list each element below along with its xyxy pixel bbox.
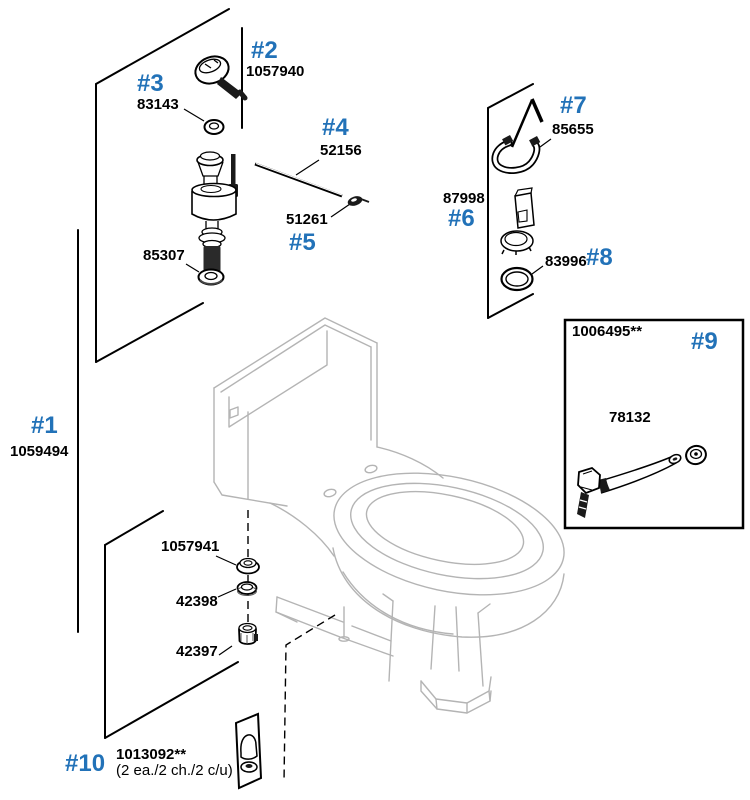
toilet-bowl-rim bbox=[333, 472, 565, 596]
wire-float-drawing bbox=[491, 98, 544, 174]
callout-4-number: 52156 bbox=[320, 142, 362, 159]
rod-clip-drawing bbox=[347, 196, 370, 206]
leader-85307 bbox=[185, 263, 200, 273]
callout-1-ref: #1 bbox=[31, 412, 58, 439]
panel-outlines bbox=[77, 8, 534, 739]
callout-7-ref: #7 bbox=[560, 92, 587, 119]
panel-outline-right bbox=[487, 83, 534, 319]
tank-bolt-washer-number: 1057941 bbox=[161, 538, 220, 555]
leader-83143 bbox=[183, 108, 205, 122]
callout-8-ref: #8 bbox=[586, 244, 613, 271]
callout-8-number: 83996 bbox=[545, 253, 587, 270]
leader-85655 bbox=[539, 138, 552, 148]
bowl-band bbox=[332, 547, 565, 638]
callout-5-number: 51261 bbox=[286, 211, 328, 228]
callout-2-ref: #2 bbox=[251, 37, 278, 64]
valve-gasket-drawing bbox=[500, 266, 534, 292]
callout-4-ref: #4 bbox=[322, 114, 349, 141]
flush-valve-drawing bbox=[500, 187, 535, 255]
fill-valve-drawing bbox=[191, 151, 238, 277]
trip-lever-drawing bbox=[577, 453, 682, 518]
callout-10-number: 1013092** bbox=[116, 746, 187, 763]
toilet-drawing bbox=[213, 317, 565, 714]
callout-6-number: 87998 bbox=[443, 190, 485, 207]
deck-curve-left bbox=[269, 502, 335, 557]
seat-hole-right bbox=[364, 464, 378, 474]
toilet-tank bbox=[213, 317, 378, 507]
trip-lever-kit-box bbox=[563, 318, 745, 530]
leader-83996 bbox=[531, 265, 544, 275]
toilet-base-flange bbox=[275, 596, 394, 657]
callout-3-number: 83143 bbox=[137, 96, 179, 113]
bolt-cap-kit-drawing bbox=[234, 712, 263, 790]
callout-10-qty-note: (2 ea./2 ch./2 c/u) bbox=[116, 762, 233, 779]
tank-seal-washer-number: 42398 bbox=[176, 593, 218, 610]
callout-2-number: 1057940 bbox=[246, 63, 305, 80]
assembly-dashed-lines bbox=[247, 510, 336, 783]
tank-seal-washer-drawing bbox=[236, 581, 258, 596]
toilet-foot bbox=[420, 676, 492, 714]
tank-coupling-nut-number: 42397 bbox=[176, 643, 218, 660]
leader-1057941 bbox=[215, 555, 237, 566]
toilet-pedestal bbox=[382, 593, 491, 687]
leader-42397 bbox=[218, 645, 233, 656]
callout-9-ref: #9 bbox=[691, 328, 718, 355]
leader-42398 bbox=[217, 588, 237, 598]
tank-gasket-drawing bbox=[203, 119, 225, 135]
callout-5-ref: #5 bbox=[289, 229, 316, 256]
callout-1-number: 1059494 bbox=[10, 443, 69, 460]
leader-52156 bbox=[295, 159, 320, 176]
callout-10-ref: #10 bbox=[65, 750, 106, 777]
float-rod-drawing bbox=[254, 162, 343, 198]
tank-bolt-washer-drawing bbox=[236, 557, 260, 575]
callout-3-ref: #3 bbox=[137, 70, 164, 97]
tank-coupling-nut-drawing bbox=[238, 622, 258, 645]
flush-cap-drawing bbox=[194, 55, 248, 101]
bowl-band-2 bbox=[342, 571, 454, 635]
callout-9-number: 1006495** bbox=[572, 323, 643, 340]
callout-7-number: 85655 bbox=[552, 121, 594, 138]
seat-hole-left bbox=[323, 488, 337, 498]
trip-lever-nut-drawing bbox=[685, 444, 707, 466]
fill-valve-washer-number: 85307 bbox=[143, 247, 185, 264]
callout-6-ref: #6 bbox=[448, 205, 475, 232]
panel-outline-upper-left bbox=[95, 8, 243, 363]
fill-valve-washer-drawing bbox=[197, 268, 225, 286]
panel-outline-lower-left bbox=[104, 510, 239, 739]
bolt-cap-dashed-line bbox=[283, 614, 336, 783]
leader-51261 bbox=[330, 203, 351, 218]
trip-lever-nut-number: 78132 bbox=[609, 409, 651, 426]
